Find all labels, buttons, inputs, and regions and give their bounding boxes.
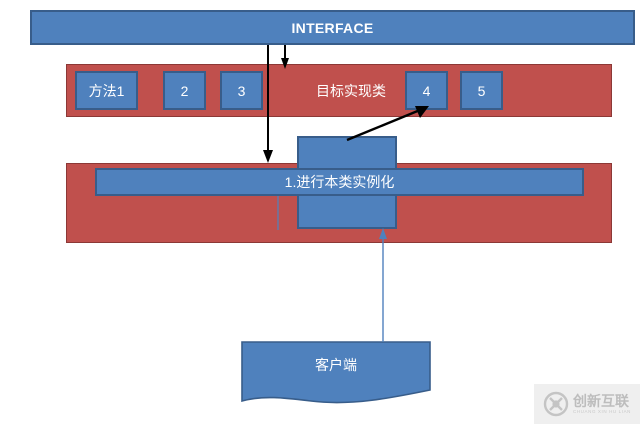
- method-box-4: 4: [405, 71, 448, 110]
- target-class-label: 目标实现类: [316, 83, 386, 99]
- arrow-client-to-instance: [379, 228, 387, 342]
- client-label: 客户端: [315, 357, 357, 373]
- method-box-3: 3: [220, 71, 263, 110]
- method-box-5: 5: [460, 71, 503, 110]
- methods-red-band: [66, 64, 612, 117]
- watermark-en: CHUANG XIN HU LIAN: [572, 408, 632, 414]
- watermark-logo-icon: [543, 391, 569, 417]
- instance-bar: 1.进行本类实例化: [95, 168, 584, 196]
- method-box-1: 方法1: [75, 71, 138, 110]
- interface-bar: INTERFACE: [30, 10, 635, 45]
- client-shape: [241, 341, 431, 404]
- watermark-cn: 创新互联: [572, 392, 629, 409]
- watermark: 创新互联 CHUANG XIN HU LIAN: [534, 384, 640, 424]
- watermark-text: 创新互联 CHUANG XIN HU LIAN: [573, 394, 631, 415]
- method-box-2: 2: [163, 71, 206, 110]
